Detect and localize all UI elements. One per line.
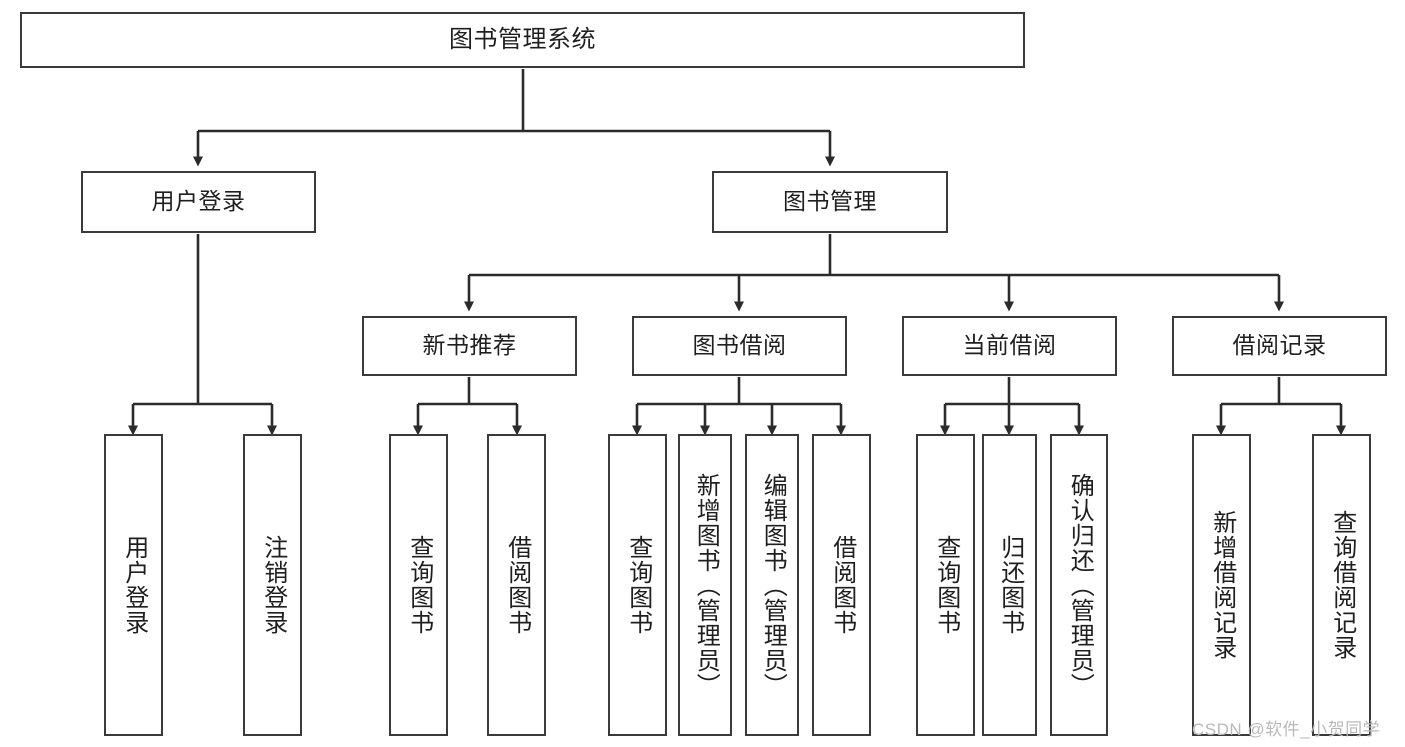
node-label: 确认归还（管理员） <box>1066 472 1094 698</box>
node-label: 查询图书 <box>932 535 960 635</box>
leaf-recommend-borrow-book[interactable]: 借阅图书 <box>487 434 546 736</box>
node-label: 查询借阅记录 <box>1328 510 1356 660</box>
node-label: 用户登录 <box>120 535 148 635</box>
node-borrow-records[interactable]: 借阅记录 <box>1172 316 1387 376</box>
leaf-user-login-logout[interactable]: 注销登录 <box>243 434 302 736</box>
leaf-borrow-add-book-admin[interactable]: 新增图书（管理员） <box>678 434 732 736</box>
node-label: 查询图书 <box>624 535 652 635</box>
leaf-current-return-book[interactable]: 归还图书 <box>982 434 1037 736</box>
node-label: 新增借阅记录 <box>1208 510 1236 660</box>
leaf-borrow-edit-book-admin[interactable]: 编辑图书（管理员） <box>745 434 799 736</box>
node-label: 编辑图书（管理员） <box>759 472 787 698</box>
node-label: 注销登录 <box>259 535 287 635</box>
node-label: 图书管理 <box>783 188 877 215</box>
leaf-records-query-record[interactable]: 查询借阅记录 <box>1312 434 1371 736</box>
node-label: 图书借阅 <box>692 332 787 359</box>
node-book-management[interactable]: 图书管理 <box>712 171 948 233</box>
node-label: 新增图书（管理员） <box>692 472 720 698</box>
node-book-borrow[interactable]: 图书借阅 <box>632 316 847 376</box>
node-label: 借阅图书 <box>503 535 531 635</box>
node-label: 图书管理系统 <box>449 25 596 53</box>
node-new-book-recommend[interactable]: 新书推荐 <box>362 316 577 376</box>
node-label: 用户登录 <box>151 188 246 215</box>
leaf-current-query-book[interactable]: 查询图书 <box>916 434 975 736</box>
node-label: 借阅图书 <box>828 535 856 635</box>
leaf-borrow-borrow-book[interactable]: 借阅图书 <box>812 434 871 736</box>
node-label: 当前借阅 <box>962 332 1057 359</box>
leaf-recommend-query-book[interactable]: 查询图书 <box>389 434 448 736</box>
node-current-borrow[interactable]: 当前借阅 <box>902 316 1117 376</box>
node-label: 查询图书 <box>405 535 433 635</box>
csdn-watermark: CSDN @软件_小贺同学 <box>1192 720 1381 739</box>
node-label: 归还图书 <box>996 535 1024 635</box>
leaf-records-add-record[interactable]: 新增借阅记录 <box>1192 434 1251 736</box>
leaf-user-login-login[interactable]: 用户登录 <box>104 434 163 736</box>
node-root-system[interactable]: 图书管理系统 <box>20 12 1025 68</box>
node-user-login[interactable]: 用户登录 <box>81 171 316 233</box>
leaf-current-confirm-return-admin[interactable]: 确认归还（管理员） <box>1050 434 1108 736</box>
node-label: 借阅记录 <box>1232 332 1327 359</box>
leaf-borrow-query-book[interactable]: 查询图书 <box>608 434 667 736</box>
node-label: 新书推荐 <box>422 332 517 359</box>
